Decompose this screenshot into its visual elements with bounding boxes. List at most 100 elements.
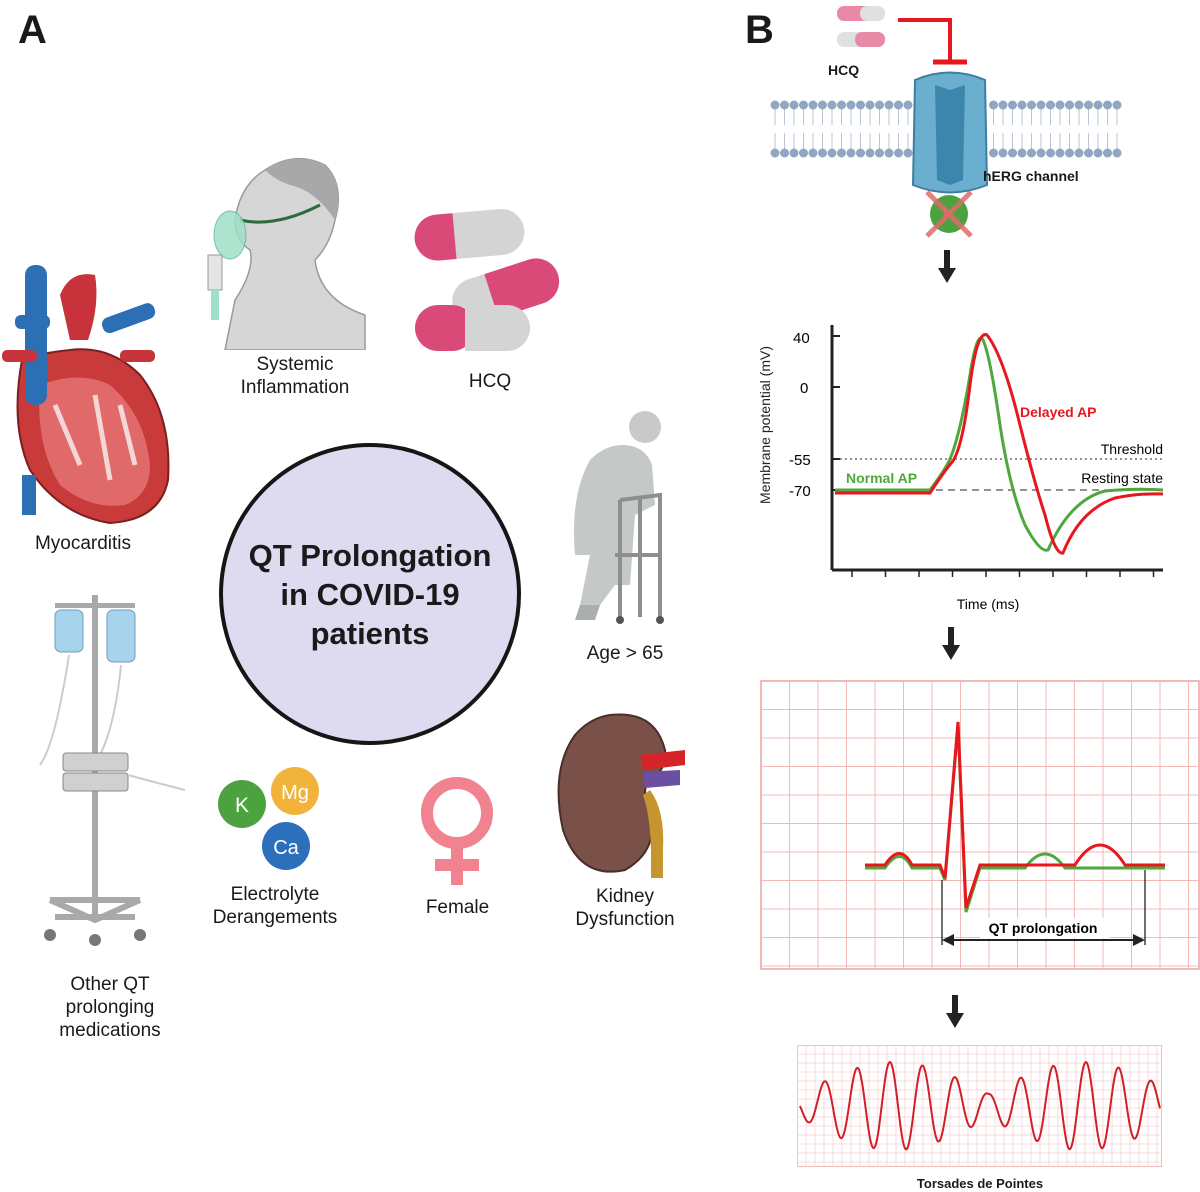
lipid-head xyxy=(789,148,799,158)
lipid-head xyxy=(1103,100,1112,110)
action-potential-chart: Membrane potential (mV) 40 0 -55 -70 Thr… xyxy=(757,325,1164,612)
threshold-label: Threshold xyxy=(1101,441,1163,457)
center-circle: QT Prolongation in COVID-19 patients xyxy=(219,443,521,745)
delayed-ap-curve xyxy=(835,333,1164,555)
lipid-head xyxy=(780,148,789,158)
kidney-label: Kidney Dysfunction xyxy=(575,886,675,930)
other-meds-label: Other QT prolonging medications xyxy=(59,974,161,1041)
panel-b-letter: B xyxy=(745,8,774,52)
lipid-head xyxy=(856,100,865,110)
electrolyte-label: Electrolyte Derangements xyxy=(212,884,338,928)
lipid-head xyxy=(827,148,837,158)
torsades-trace xyxy=(799,1060,1161,1151)
female-symbol-icon xyxy=(421,777,493,885)
lipid-head xyxy=(1065,148,1074,158)
lipid-head xyxy=(894,100,903,110)
myocarditis-label: Myocarditis xyxy=(34,533,132,554)
tick-0: 0 xyxy=(800,380,808,397)
lipid-head xyxy=(989,148,998,158)
lipid-head xyxy=(799,100,808,110)
lipid-head xyxy=(884,100,894,110)
lipid-head xyxy=(1074,148,1084,158)
lipid-head xyxy=(1008,100,1017,110)
lipid-head xyxy=(770,148,780,158)
lipid-head xyxy=(1074,100,1084,110)
lipid-head xyxy=(770,100,780,110)
normal-ap-curve xyxy=(835,336,1164,552)
electrolyte-circles: K Mg Ca xyxy=(218,767,319,870)
herg-membrane-diagram: K xyxy=(770,6,1125,238)
lipid-head xyxy=(875,100,884,110)
lipid-head xyxy=(865,100,875,110)
normal-ap-label: Normal AP xyxy=(846,470,917,486)
lipid-head xyxy=(1008,148,1017,158)
ecg-panel: QT prolongation xyxy=(760,680,1200,970)
resting-label: Resting state xyxy=(1081,470,1163,486)
lipid-head xyxy=(875,148,884,158)
lipid-head xyxy=(894,148,903,158)
hcq-small-label: HCQ xyxy=(828,62,860,78)
lipid-head xyxy=(837,100,846,110)
lipid-head xyxy=(1055,100,1065,110)
k-ion-text: K xyxy=(235,794,249,817)
lipid-head xyxy=(818,148,827,158)
lipid-head xyxy=(808,100,818,110)
lipid-head xyxy=(1084,148,1093,158)
elderly-walker-illustration xyxy=(574,411,664,624)
lipid-head xyxy=(1103,148,1112,158)
panel-a-letter: A xyxy=(18,8,47,52)
lipid-head xyxy=(998,148,1008,158)
tick-40: 40 xyxy=(793,330,810,347)
lipid-head xyxy=(1093,148,1103,158)
age-label: Age > 65 xyxy=(586,643,664,664)
hcq-label: HCQ xyxy=(468,371,512,392)
lipid-head xyxy=(1046,100,1055,110)
lipid-head xyxy=(789,100,799,110)
herg-channel-label: hERG channel xyxy=(983,168,1079,184)
lipid-head xyxy=(1027,148,1036,158)
lipid-head xyxy=(1112,148,1122,158)
lipid-head xyxy=(856,148,865,158)
torsades-panel xyxy=(797,1045,1162,1167)
lipid-head xyxy=(998,100,1008,110)
lipid-head xyxy=(1017,100,1027,110)
down-arrow-1 xyxy=(938,250,956,283)
lipid-head xyxy=(818,100,827,110)
lipid-head xyxy=(1093,100,1103,110)
lipid-head xyxy=(1084,100,1093,110)
lipid-head xyxy=(808,148,818,158)
k-ion-blocked: K xyxy=(942,204,956,227)
qt-prolongation-label: QT prolongation xyxy=(989,920,1098,936)
lipid-head xyxy=(1036,100,1046,110)
lipid-head xyxy=(780,100,789,110)
delayed-ap-label: Delayed AP xyxy=(1020,404,1097,420)
tick-neg55: -55 xyxy=(789,452,811,469)
lipid-head xyxy=(1065,100,1074,110)
ecg-delayed-trace xyxy=(865,721,1165,909)
lipid-head xyxy=(799,148,808,158)
kidney-illustration xyxy=(557,713,685,878)
lipid-head xyxy=(1112,100,1122,110)
lipid-head xyxy=(989,100,998,110)
lipid-head xyxy=(884,148,894,158)
mg-ion-text: Mg xyxy=(281,782,309,804)
center-title: QT Prolongation in COVID-19 patients xyxy=(248,537,492,651)
systemic-inflammation-label: Systemic Inflammation xyxy=(240,354,350,398)
female-label: Female xyxy=(425,897,490,918)
lipid-head xyxy=(1027,100,1036,110)
heart-illustration xyxy=(2,265,170,525)
hcq-capsules-illustration xyxy=(414,208,560,351)
lipid-head xyxy=(865,148,875,158)
ap-xlabel: Time (ms) xyxy=(957,596,1019,612)
down-arrow-3 xyxy=(946,995,964,1028)
lipid-head xyxy=(827,100,837,110)
down-arrow-2 xyxy=(942,627,960,660)
lipid-head xyxy=(903,100,913,110)
tick-neg70: -70 xyxy=(789,483,811,500)
iv-pole-illustration xyxy=(39,595,185,946)
lipid-head xyxy=(846,100,856,110)
lipid-head xyxy=(1055,148,1065,158)
torsades-label: Torsades de Pointes xyxy=(916,1176,1044,1191)
lipid-head xyxy=(1046,148,1055,158)
lipid-head xyxy=(846,148,856,158)
